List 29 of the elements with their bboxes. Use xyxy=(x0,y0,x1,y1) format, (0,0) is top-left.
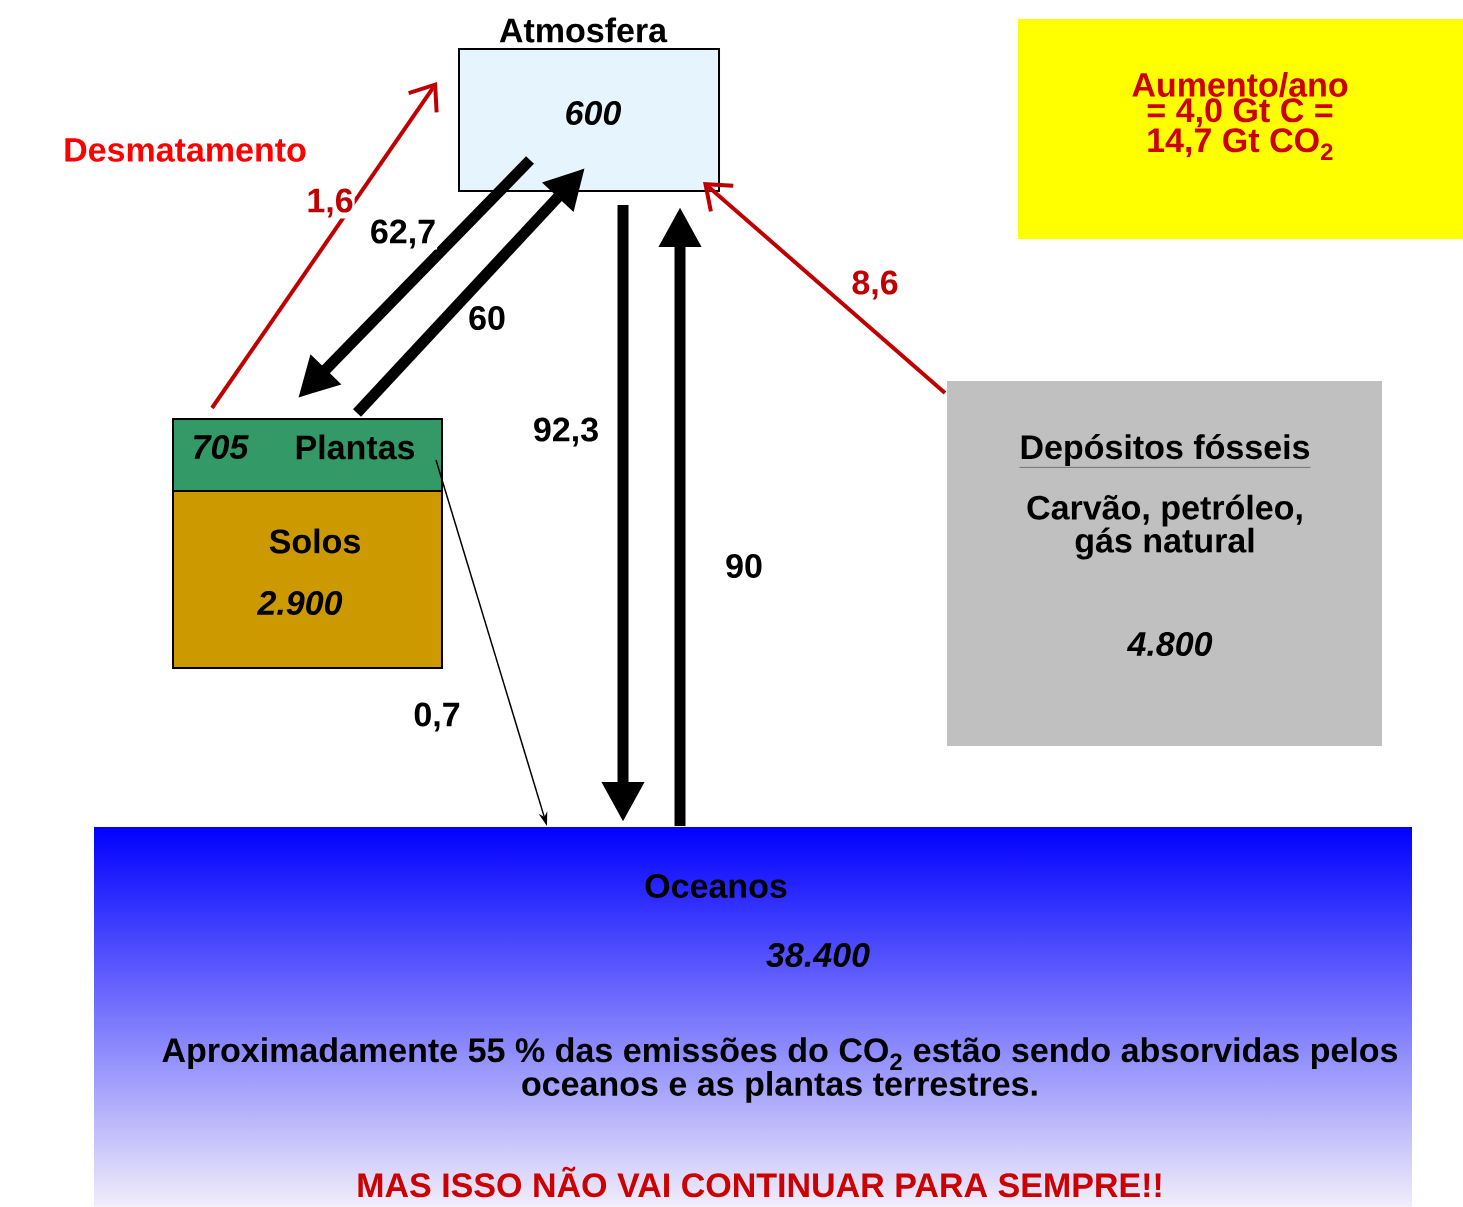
box-title: Plantas xyxy=(296,434,415,460)
value-text: 4.800 xyxy=(1126,631,1213,657)
arrow xyxy=(703,182,947,395)
edge-label: 8,6 xyxy=(850,269,900,301)
box-title: Oceanos xyxy=(645,873,787,899)
value-text: 705 xyxy=(194,434,249,460)
edge-label: 1,6 xyxy=(305,187,355,219)
edge-label: 60 xyxy=(467,304,507,332)
note-text: Aproximadamente 55 % das emissões do CO$_{2}$ estão sendo absorvidas pelos oceanos e as plantas terrestres. xyxy=(162,1037,1398,1103)
box-title: Depósitos fósseis xyxy=(1019,434,1311,468)
atmosphere-box xyxy=(458,48,720,192)
warning-text: MAS ISSO NÃO VAI CONTINUAR PARA SEMPRE!! xyxy=(358,1166,1161,1198)
value-text: 2.900 xyxy=(256,590,343,616)
fossil-deposits-box xyxy=(947,381,1382,746)
value-text: 600 xyxy=(566,100,622,126)
value-text: 38.400 xyxy=(766,942,870,968)
caption-text: Desmatamento xyxy=(65,138,306,162)
soil-box xyxy=(172,490,443,669)
edge-label: 90 xyxy=(724,552,764,580)
increase-text: Aumento/ano = 4,0 Gt C = 14,7 Gt CO$_{2}$ xyxy=(1132,71,1348,161)
description-text: Carvão, petróleo, gás natural xyxy=(1027,494,1302,560)
edge-label: 92,3 xyxy=(531,416,601,448)
edge-label: 62,7 xyxy=(368,218,438,250)
plants-band xyxy=(172,418,443,492)
edge-label: 0,7 xyxy=(412,701,462,733)
box-title: Solos xyxy=(269,528,360,554)
arrow xyxy=(210,82,439,410)
box-title: Atmosfera xyxy=(499,17,668,43)
highlight-box xyxy=(1018,19,1463,239)
